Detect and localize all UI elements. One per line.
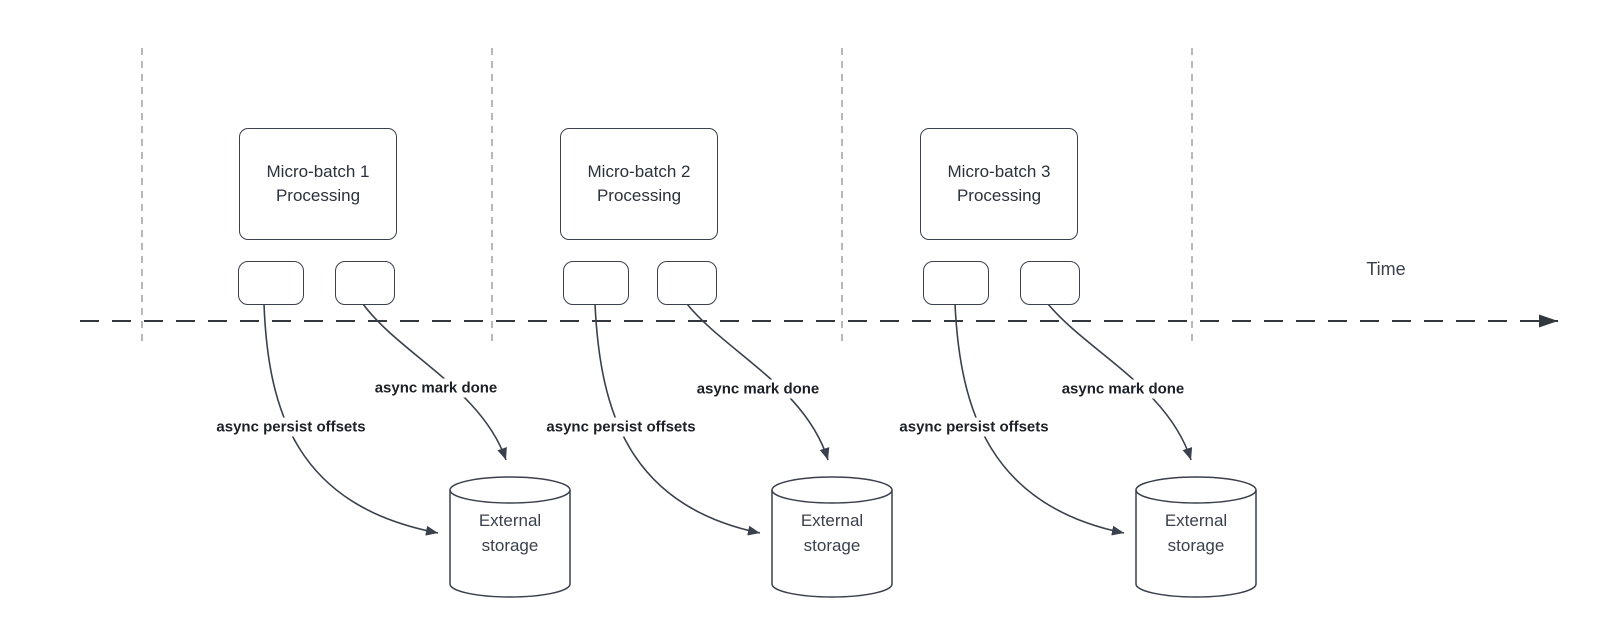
- micro-batch-title-line1: Micro-batch 3: [947, 162, 1051, 181]
- mark-done-task-box: [1020, 261, 1080, 305]
- micro-batch-title-line1: Micro-batch 1: [266, 162, 370, 181]
- persist-offsets-arrow: [954, 303, 1125, 536]
- persist-offsets-label: async persist offsets: [543, 417, 699, 437]
- mark-done-arrow: [362, 303, 507, 461]
- micro-batch-title-line1: Micro-batch 2: [587, 162, 691, 181]
- mark-done-arrow: [1047, 303, 1193, 461]
- offset-task-box: [923, 261, 989, 305]
- offset-task-box: [563, 261, 629, 305]
- persist-offsets-arrow: [263, 303, 439, 536]
- external-storage-line2: storage: [481, 536, 539, 555]
- mark-done-label: async mark done: [371, 378, 501, 398]
- mark-done-label: async mark done: [1058, 379, 1188, 399]
- external-storage-cylinder: [449, 476, 571, 598]
- external-storage-label: External storage: [1136, 508, 1256, 558]
- micro-batch-2-processing-box: Micro-batch 2 Processing: [560, 128, 718, 240]
- mark-done-label: async mark done: [693, 379, 823, 399]
- external-storage-cylinder: [771, 476, 893, 598]
- persist-offsets-arrow: [594, 303, 761, 536]
- external-storage-label: External storage: [772, 508, 892, 558]
- external-storage-line1: External: [800, 511, 864, 530]
- external-storage-cylinder: [1135, 476, 1257, 598]
- external-storage-line1: External: [478, 511, 542, 530]
- micro-batch-title-line2: Processing: [275, 186, 361, 205]
- mark-done-task-box: [335, 261, 395, 305]
- micro-batch-title-line2: Processing: [956, 186, 1042, 205]
- mark-done-arrow: [686, 303, 830, 461]
- external-storage-line2: storage: [1167, 536, 1225, 555]
- external-storage-line1: External: [1164, 511, 1228, 530]
- micro-batch-3-processing-box: Micro-batch 3 Processing: [920, 128, 1078, 240]
- micro-batch-title-line2: Processing: [596, 186, 682, 205]
- persist-offsets-label: async persist offsets: [213, 417, 369, 437]
- persist-offsets-label: async persist offsets: [896, 417, 1052, 437]
- offset-task-box: [238, 261, 304, 305]
- external-storage-line2: storage: [803, 536, 861, 555]
- mark-done-task-box: [657, 261, 717, 305]
- external-storage-label: External storage: [450, 508, 570, 558]
- time-axis-label: Time: [1366, 259, 1406, 279]
- micro-batch-1-processing-box: Micro-batch 1 Processing: [239, 128, 397, 240]
